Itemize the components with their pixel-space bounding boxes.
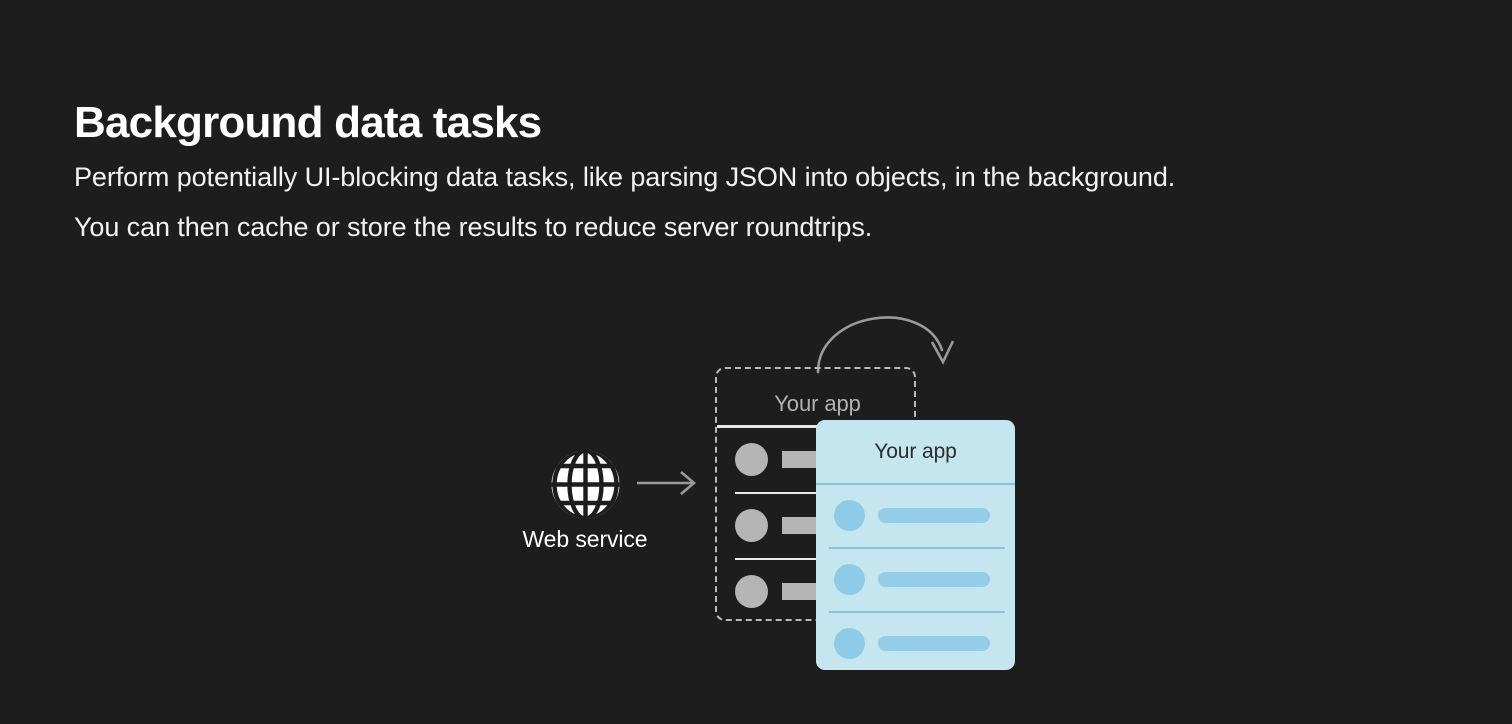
app-result-panel: Your app (816, 420, 1015, 670)
right-arrow-icon (636, 466, 702, 500)
curved-arrow-icon (806, 294, 966, 374)
row-divider (829, 547, 1005, 549)
globe-icon (550, 449, 621, 520)
avatar (735, 509, 768, 542)
row-text-placeholder (878, 508, 990, 523)
row-text-placeholder (878, 636, 990, 651)
panel-header-divider (816, 483, 1015, 485)
web-service-label: Web service (522, 526, 648, 552)
page-title: Background data tasks (74, 98, 542, 148)
avatar (834, 564, 865, 595)
list-item (816, 485, 1015, 547)
row-text-placeholder (878, 572, 990, 587)
description-line-2: You can then cache or store the results … (74, 212, 873, 242)
row-divider (829, 611, 1005, 613)
avatar (834, 500, 865, 531)
avatar (735, 443, 768, 476)
list-item (816, 549, 1015, 611)
avatar (834, 628, 865, 659)
app-container-title: Your app (774, 391, 861, 416)
page-description: Perform potentially UI-blocking data tas… (74, 152, 1454, 252)
list-item (816, 613, 1015, 670)
description-line-1: Perform potentially UI-blocking data tas… (74, 162, 1176, 192)
app-panel-title: Your app (874, 440, 957, 463)
avatar (735, 575, 768, 608)
